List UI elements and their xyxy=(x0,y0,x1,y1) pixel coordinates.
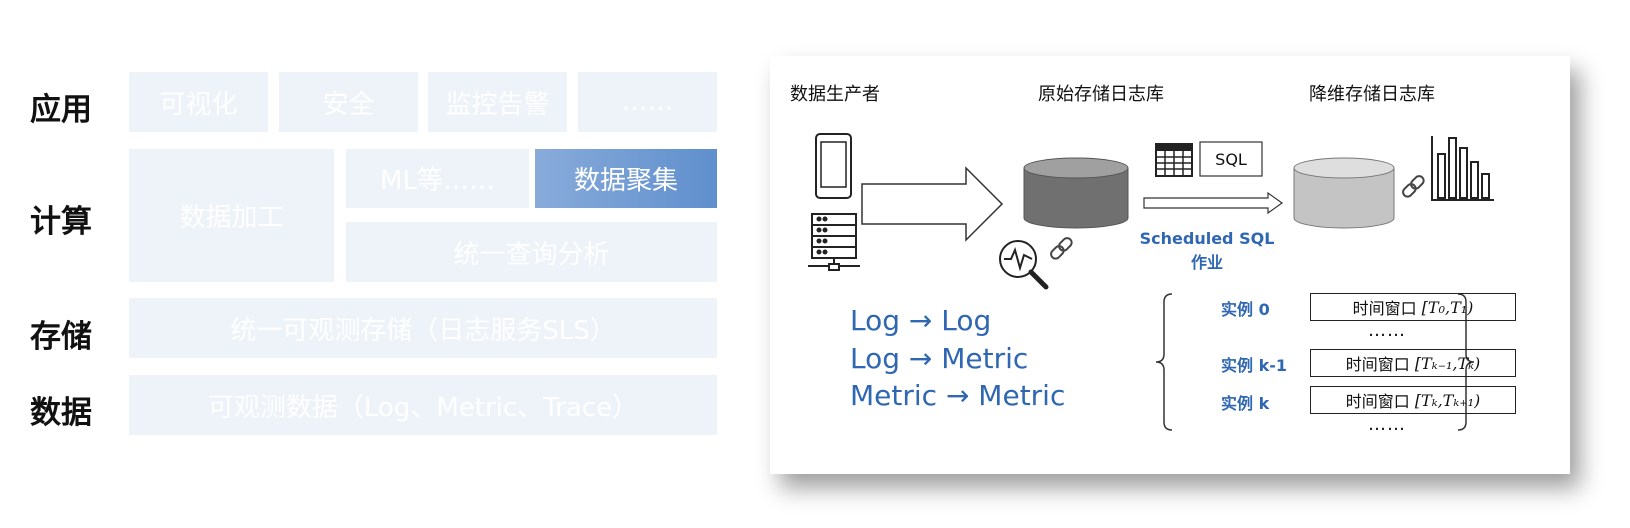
flow-metric-metric: Metric → Metric xyxy=(850,379,1066,412)
producer-header: 数据生产者 xyxy=(790,84,880,105)
time-window-0-prefix: 时间窗口 xyxy=(1352,299,1422,318)
app-box-monitoring: 监控告警 xyxy=(428,72,567,132)
reduced-store-header: 降维存储日志库 xyxy=(1309,84,1435,105)
job-label-line2: 作业 xyxy=(1190,253,1223,272)
left-brace xyxy=(1155,293,1173,431)
instance-label-k-1: 实例 k-1 xyxy=(1221,356,1287,375)
layer-label-storage: 存储 xyxy=(30,319,92,355)
compute-box-ml: ML等…… xyxy=(346,149,529,208)
database-icon xyxy=(1023,157,1129,229)
database-icon-reduced xyxy=(1293,157,1395,229)
compute-box-query: 统一查询分析 xyxy=(346,222,717,282)
thin-arrow-icon xyxy=(1143,191,1284,215)
monitor-icon xyxy=(999,240,1049,290)
time-window-k-range: [Tₖ,Tₖ₊₁) xyxy=(1414,390,1481,410)
link-icon-reduced xyxy=(1402,175,1425,198)
right-brace xyxy=(1457,293,1475,431)
ellipsis-bottom: …… xyxy=(1368,414,1406,435)
bar-chart-icon xyxy=(1431,136,1494,201)
app-box-visualization: 可视化 xyxy=(129,72,268,132)
phone-icon xyxy=(815,133,852,199)
flow-log-log: Log → Log xyxy=(850,304,992,337)
layer-label-data: 数据 xyxy=(30,395,92,431)
time-window-0: 时间窗口 [T₀,T₁) xyxy=(1310,293,1516,321)
app-box-more: …… xyxy=(578,72,717,132)
storage-box: 统一可观测存储（日志服务SLS） xyxy=(129,298,717,358)
server-icon xyxy=(808,213,860,271)
instance-label-k: 实例 k xyxy=(1221,394,1270,413)
layer-label-compute: 计算 xyxy=(30,204,92,240)
time-window-k-1-prefix: 时间窗口 xyxy=(1345,355,1415,374)
time-window-k-prefix: 时间窗口 xyxy=(1345,392,1415,411)
table-icon xyxy=(1155,143,1193,177)
compute-box-processing: 数据加工 xyxy=(129,149,334,282)
detail-card: 数据生产者 原始存储日志库 降维存储日志库 xyxy=(770,56,1570,474)
flow-log-metric: Log → Metric xyxy=(850,342,1029,375)
data-box: 可观测数据（Log、Metric、Trace） xyxy=(129,375,717,435)
app-box-security: 安全 xyxy=(279,72,418,132)
job-label-line1: Scheduled SQL xyxy=(1139,229,1275,248)
ellipsis-top: …… xyxy=(1368,320,1406,341)
time-window-k-1: 时间窗口 [Tₖ₋₁,Tₖ) xyxy=(1310,349,1516,377)
link-icon xyxy=(1050,237,1073,260)
time-window-k-1-range: [Tₖ₋₁,Tₖ) xyxy=(1414,353,1481,373)
time-window-0-range: [T₀,T₁) xyxy=(1421,297,1474,317)
time-window-k: 时间窗口 [Tₖ,Tₖ₊₁) xyxy=(1310,386,1516,414)
big-arrow-icon xyxy=(861,166,1004,242)
sql-box xyxy=(1199,141,1263,177)
layer-label-app: 应用 xyxy=(30,92,92,128)
raw-store-header: 原始存储日志库 xyxy=(1038,84,1164,105)
instance-label-0: 实例 0 xyxy=(1221,300,1270,319)
sql-label: SQL xyxy=(1215,149,1247,169)
diagram-graphics xyxy=(808,133,1494,431)
compute-box-aggregate: 数据聚集 xyxy=(535,149,717,208)
